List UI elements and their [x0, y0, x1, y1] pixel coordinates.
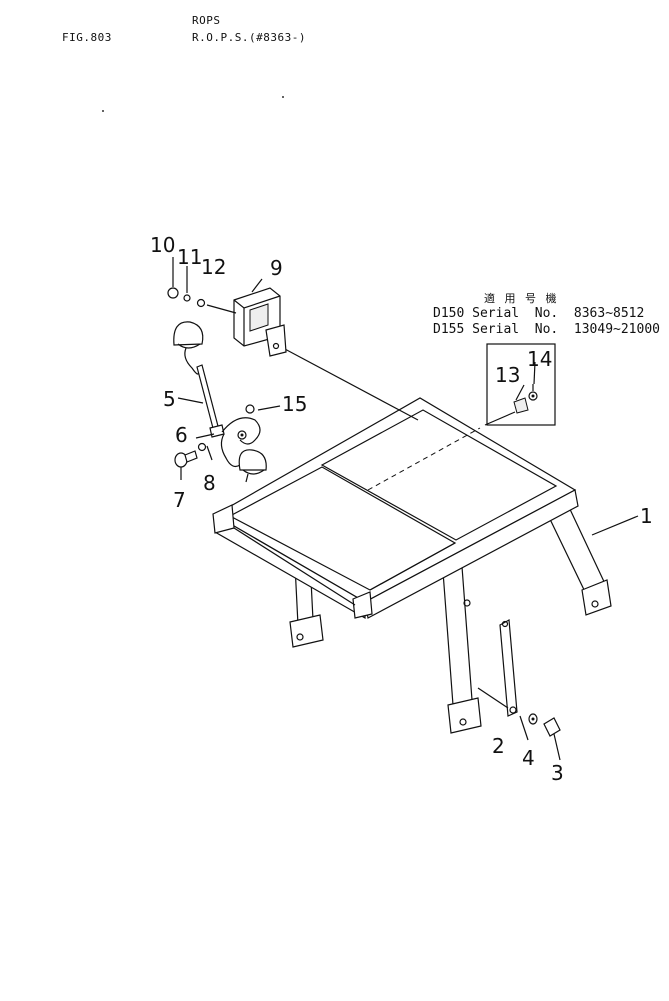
right-rear-leg: [547, 504, 612, 616]
detail-box-13-14: [486, 343, 556, 426]
callout-13: 13: [495, 363, 521, 387]
upper-lamp: [173, 321, 204, 375]
callout-6: 6: [175, 423, 188, 447]
lower-lamp: [238, 449, 267, 483]
callout-3: 3: [551, 761, 564, 785]
model-name: D150: [433, 306, 465, 321]
callout-5: 5: [163, 387, 176, 411]
washer-4: [528, 713, 538, 725]
serial-range: Serial No. 13049~21000: [472, 322, 660, 337]
callout-14: 14: [527, 347, 553, 371]
bolt-3: [543, 717, 561, 761]
model-name: D155: [433, 322, 465, 337]
light-bracket: [233, 287, 287, 357]
callout-9: 9: [270, 256, 283, 280]
serial-range: Serial No. 8363~8512: [472, 306, 645, 321]
callout-2: 2: [492, 734, 505, 758]
bolt-7: [174, 450, 198, 480]
callout-8: 8: [203, 471, 216, 495]
callout-11: 11: [177, 245, 203, 269]
callout-15: 15: [282, 392, 308, 416]
serial-row-d155: D155 Serial No. 13049~21000: [433, 322, 660, 337]
diagram-title: ROPS: [192, 14, 221, 27]
bolt-washer-group-10-12: [167, 257, 237, 314]
serial-table-heading: 適 用 号 機: [484, 292, 560, 305]
diagram-subtitle: R.O.P.S.(#8363-): [192, 31, 306, 44]
callout-4: 4: [522, 746, 535, 770]
rops-canopy-frame: [212, 397, 579, 620]
callout-12: 12: [201, 255, 227, 279]
callout-10: 10: [150, 233, 176, 257]
callout-7: 7: [173, 488, 186, 512]
figure-number: FIG.803: [62, 31, 112, 44]
lamp-stay-rod: [177, 364, 220, 433]
lamp-mount-parts: [195, 404, 281, 468]
link-bar-2: [477, 619, 518, 717]
serial-row-d150: D150 Serial No. 8363~8512: [433, 306, 644, 321]
callout-1: 1: [640, 504, 653, 528]
centre-leg: [440, 539, 482, 734]
